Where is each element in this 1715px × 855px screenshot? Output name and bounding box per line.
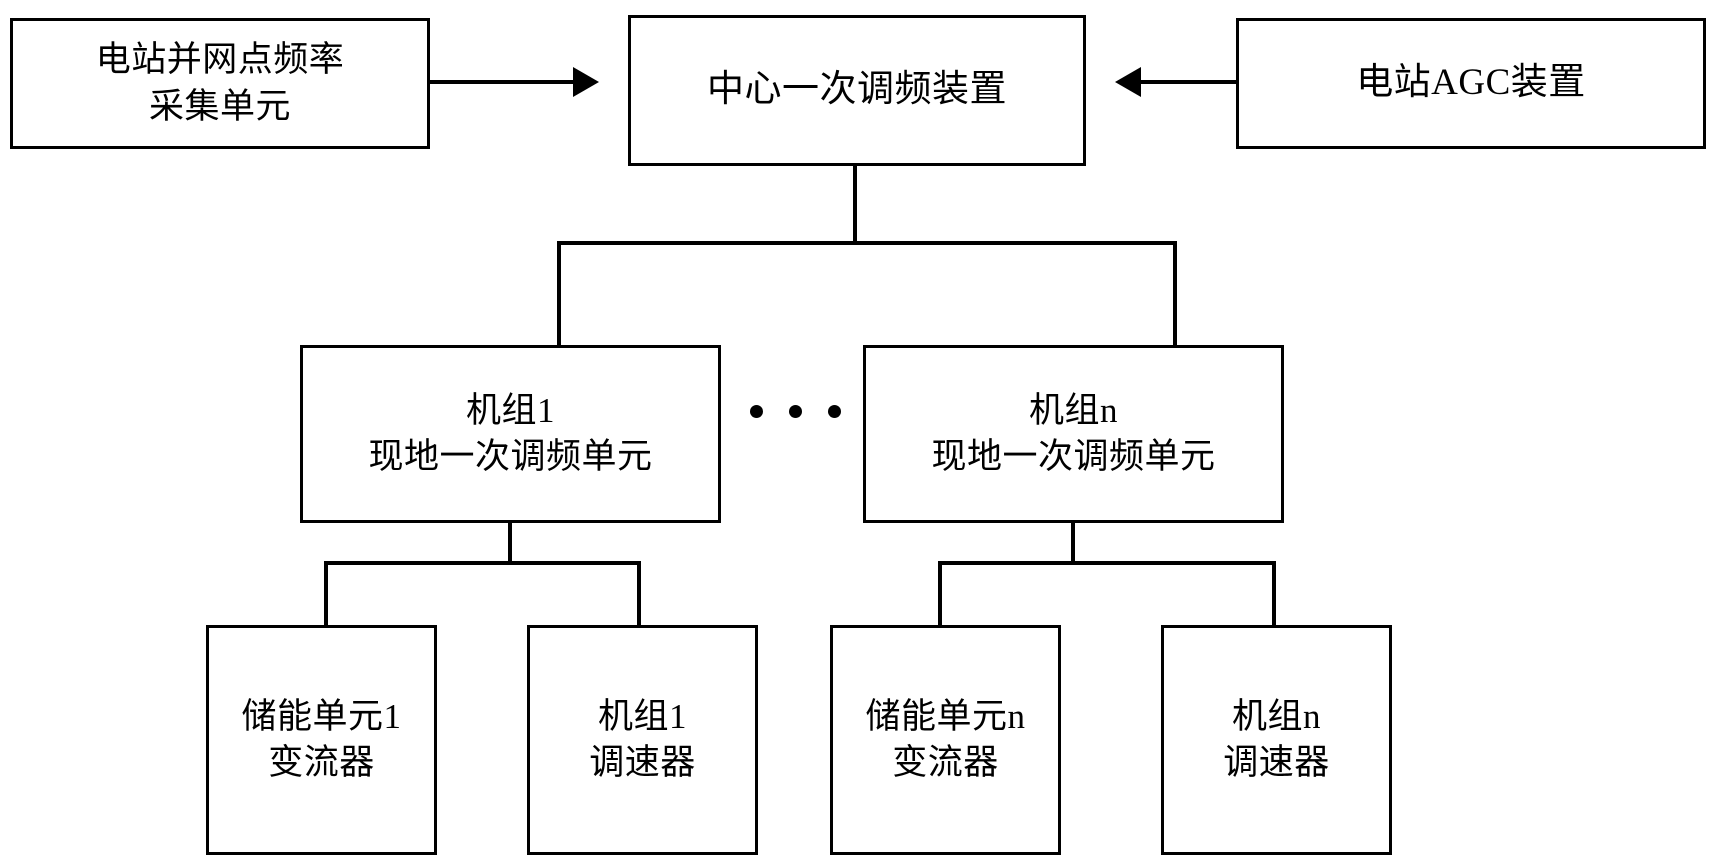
node-governor-1: 机组1 调速器 — [527, 625, 758, 855]
wire-unitn-sub-bus — [938, 561, 1276, 565]
wire-center-trunk — [853, 166, 857, 245]
wire-bus-drop-unit1 — [557, 241, 561, 347]
node-freq-acquisition-unit: 电站并网点频率 采集单元 — [10, 18, 430, 149]
ellipsis-dot — [828, 405, 841, 418]
wire-unitn-trunk — [1071, 523, 1075, 565]
arrowhead-to-center-left — [573, 67, 599, 97]
wire-agc-to-center — [1141, 80, 1238, 84]
node-central-primary-frequency-device: 中心一次调频装置 — [628, 15, 1086, 166]
wire-freq-to-center — [430, 80, 575, 84]
wire-unit1-drop-storage — [324, 561, 328, 627]
wire-unit1-trunk — [508, 523, 512, 565]
ellipsis-dot — [789, 405, 802, 418]
wire-unitn-drop-storage — [938, 561, 942, 627]
arrowhead-to-center-right — [1115, 67, 1141, 97]
node-local-unit-1: 机组1 现地一次调频单元 — [300, 345, 721, 523]
wire-bus-drop-unitn — [1173, 241, 1177, 347]
wire-unit1-sub-bus — [324, 561, 641, 565]
ellipsis-dot — [750, 405, 763, 418]
node-storage-converter-1: 储能单元1 变流器 — [206, 625, 437, 855]
ellipsis-more-units — [750, 405, 841, 418]
wire-unitn-drop-governor — [1272, 561, 1276, 627]
node-storage-converter-n: 储能单元n 变流器 — [830, 625, 1061, 855]
node-plant-agc-device: 电站AGC装置 — [1236, 18, 1706, 149]
node-governor-n: 机组n 调速器 — [1161, 625, 1392, 855]
wire-unit-bus — [557, 241, 1177, 245]
node-local-unit-n: 机组n 现地一次调频单元 — [863, 345, 1284, 523]
wire-unit1-drop-governor — [637, 561, 641, 627]
